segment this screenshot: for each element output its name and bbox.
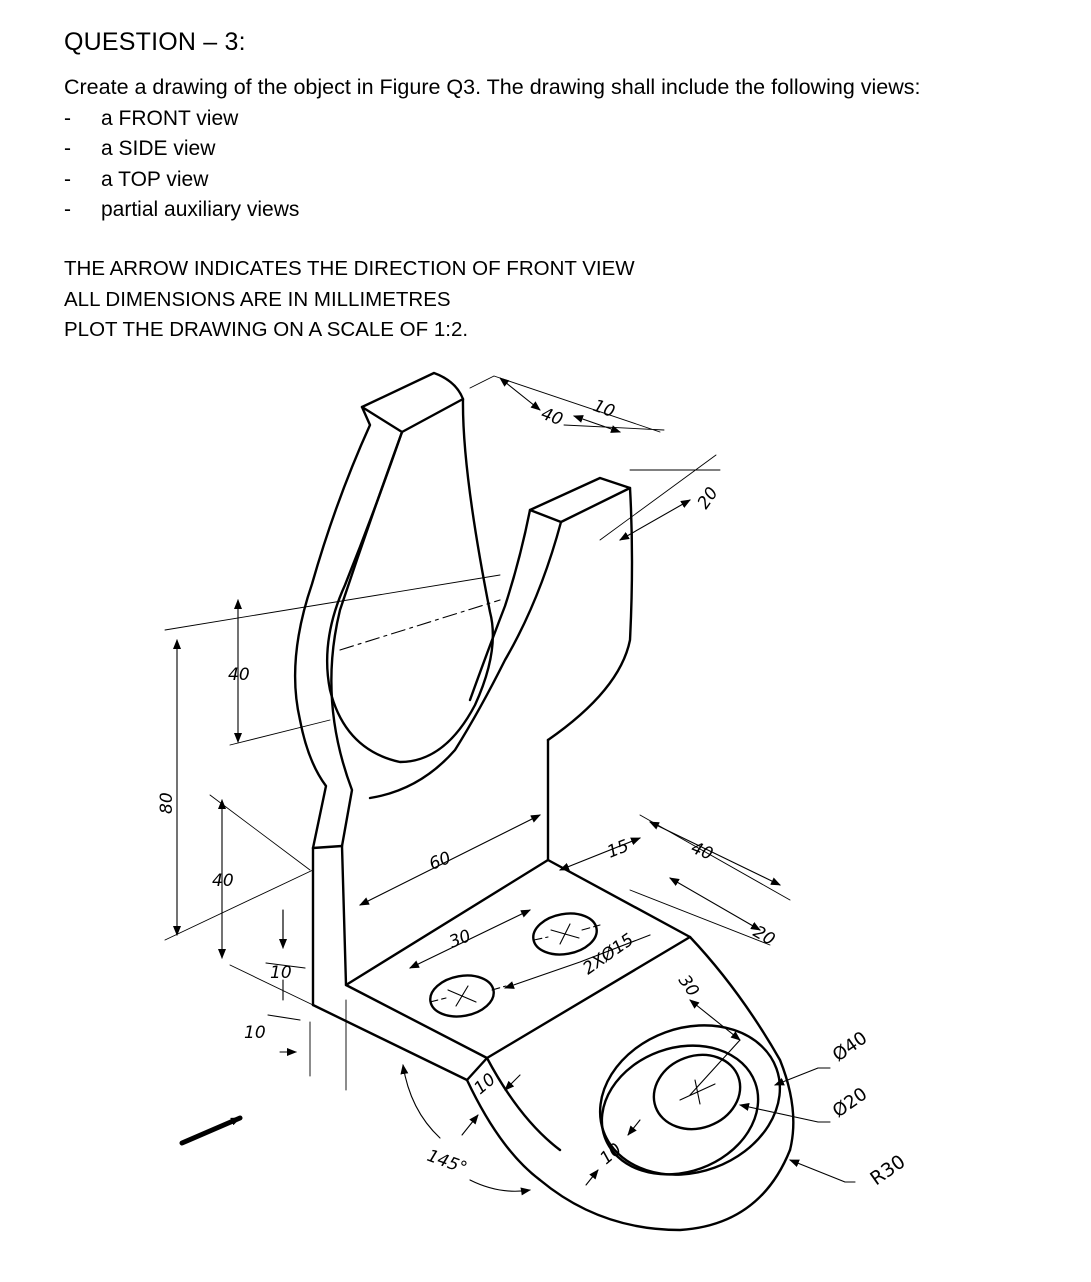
bullet-dash: - xyxy=(64,107,71,130)
left-arm-top-face xyxy=(360,371,465,434)
instruction-intro: Create a drawing of the object in Figure… xyxy=(64,75,921,99)
bullet-dash: - xyxy=(64,197,71,221)
base-top-face xyxy=(344,858,692,1060)
right-arm-top-face xyxy=(528,476,632,524)
lug-right-edge xyxy=(688,935,795,1152)
right-arm-outer-profile xyxy=(368,520,563,800)
dimension-lines xyxy=(164,375,856,1191)
dim-10-b: 10 xyxy=(244,1023,266,1043)
center-lines xyxy=(339,599,741,1105)
dim-10-top: 10 xyxy=(590,396,617,422)
leader-lug-center xyxy=(689,1039,741,1096)
dim-30-lug: 30 xyxy=(674,971,703,1000)
plate-neck xyxy=(311,844,344,850)
dim-dia-20: Ø20 xyxy=(829,1084,871,1122)
view-label-side: a SIDE view xyxy=(101,137,216,161)
note-arrow-direction: THE ARROW INDICATES THE DIRECTION OF FRO… xyxy=(64,257,635,280)
dimension-labels: 40 10 20 40 80 40 10 10 60 15 40 30 2XØ1… xyxy=(157,396,909,1190)
dim-15: 15 xyxy=(604,836,632,863)
base-hole-2 xyxy=(532,912,598,956)
right-arm-inner-profile xyxy=(468,508,532,702)
dim-40-top: 40 xyxy=(538,404,565,430)
bullet-dash: - xyxy=(64,137,71,161)
lug-boss-rim xyxy=(600,1044,760,1176)
left-arm-outer-profile xyxy=(293,405,372,850)
note-units: ALL DIMENSIONS ARE IN MILLIMETRES xyxy=(64,287,451,311)
bullet-dash: - xyxy=(64,167,71,191)
view-label-top: a TOP view xyxy=(101,167,209,191)
dim-40-left-lower: 40 xyxy=(212,871,234,891)
dim-r30: R30 xyxy=(866,1151,909,1190)
view-label-auxiliary: partial auxiliary views xyxy=(101,197,300,221)
view-label-front: a FRONT view xyxy=(101,107,239,130)
dim-dia-40: Ø40 xyxy=(829,1028,871,1066)
dim-60: 60 xyxy=(426,848,454,875)
question-title: QUESTION – 3: xyxy=(64,28,246,56)
lug-boss-outer xyxy=(598,1024,782,1176)
front-view-direction-arrow xyxy=(179,1115,243,1146)
dim-20-top: 20 xyxy=(694,484,723,513)
dim-80: 80 xyxy=(157,792,177,814)
object-outline xyxy=(293,371,795,1232)
lug-hole-inner xyxy=(652,1053,742,1131)
dim-angle-145: 145° xyxy=(424,1146,469,1179)
plate-inner-edge xyxy=(340,844,348,987)
note-scale: PLOT THE DRAWING ON A SCALE OF 1:2. xyxy=(64,318,469,342)
slot-inner-curve xyxy=(325,397,495,764)
drawing-notes: THE ARROW INDICATES THE DIRECTION OF FRO… xyxy=(64,257,635,349)
dim-2x-dia-15: 2XØ15 xyxy=(579,930,637,979)
dim-40-left: 40 xyxy=(228,665,250,685)
dim-10-a: 10 xyxy=(270,963,292,983)
dim-10-d: 10 xyxy=(596,1140,625,1169)
